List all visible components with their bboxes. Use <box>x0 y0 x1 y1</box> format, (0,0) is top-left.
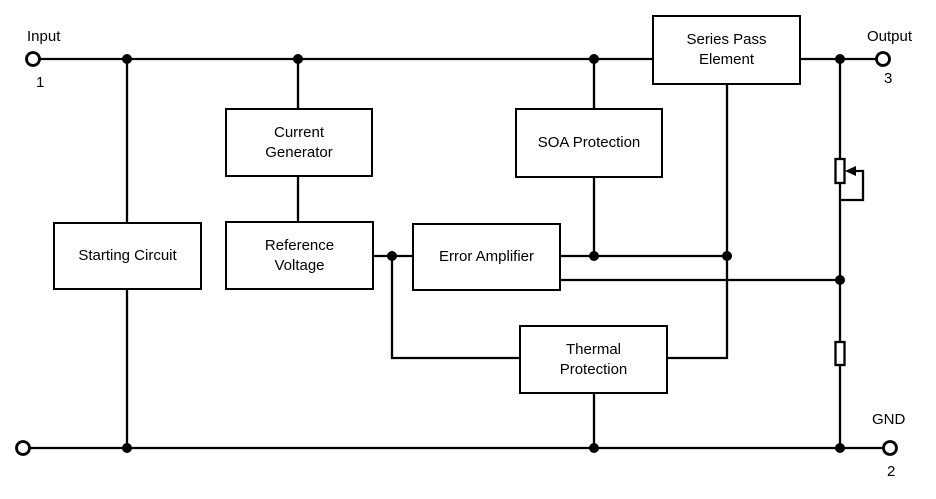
block-label-line: Element <box>698 51 755 68</box>
ground-pin-number: 2 <box>887 463 896 480</box>
junction-dot <box>722 251 732 261</box>
junction-dots <box>122 54 845 453</box>
resistor-icon <box>834 340 846 367</box>
block-soa-protection: SOA Protection <box>515 108 663 178</box>
block-label-line: Error Amplifier <box>438 248 535 265</box>
junction-dot <box>835 443 845 453</box>
block-current-generator: Current Generator <box>225 108 373 177</box>
block-label-line: Starting Circuit <box>78 247 177 264</box>
wires <box>29 57 883 450</box>
input-terminal-icon <box>25 51 41 67</box>
junction-dot <box>293 54 303 64</box>
junction-dot <box>589 443 599 453</box>
junction-dot <box>835 54 845 64</box>
junction-dot <box>122 443 132 453</box>
wire-series-pass-to-thermal <box>666 83 729 360</box>
wire-wiper-link <box>841 169 865 202</box>
adjustable-resistor-icon <box>834 157 846 185</box>
block-label-line: Current <box>273 123 325 141</box>
block-error-amplifier: Error Amplifier <box>412 223 561 291</box>
output-terminal-icon <box>875 51 891 67</box>
block-label-line: Generator <box>265 143 333 161</box>
block-label-line: Voltage <box>274 256 325 274</box>
block-label-line: Series Pass <box>686 31 767 48</box>
wire-reference-to-thermal <box>390 256 521 360</box>
ground-left-terminal-icon <box>15 440 31 456</box>
terminal-circles <box>15 51 898 456</box>
junction-dot <box>387 251 397 261</box>
block-reference-voltage: Reference Voltage <box>225 221 374 290</box>
block-label-line: SOA Protection <box>537 134 641 151</box>
block-series-pass-element: Series Pass Element <box>652 15 801 85</box>
input-pin-number: 1 <box>36 74 45 91</box>
junction-dot <box>122 54 132 64</box>
block-label-line: Thermal <box>565 340 621 358</box>
block-starting-circuit: Starting Circuit <box>53 222 202 290</box>
junction-dot <box>835 275 845 285</box>
ground-terminal-icon <box>882 440 898 456</box>
block-thermal-protection: Thermal Protection <box>519 325 668 394</box>
junction-dot <box>589 54 599 64</box>
wiper-arrowhead-icon <box>845 166 856 176</box>
output-pin-number: 3 <box>884 70 893 87</box>
block-label-line: Reference <box>264 236 335 254</box>
block-label-line: Protection <box>559 360 628 378</box>
ground-terminal-label: GND <box>872 411 906 428</box>
junction-dot <box>589 251 599 261</box>
output-terminal-label: Output <box>867 28 913 45</box>
input-terminal-label: Input <box>27 28 61 45</box>
